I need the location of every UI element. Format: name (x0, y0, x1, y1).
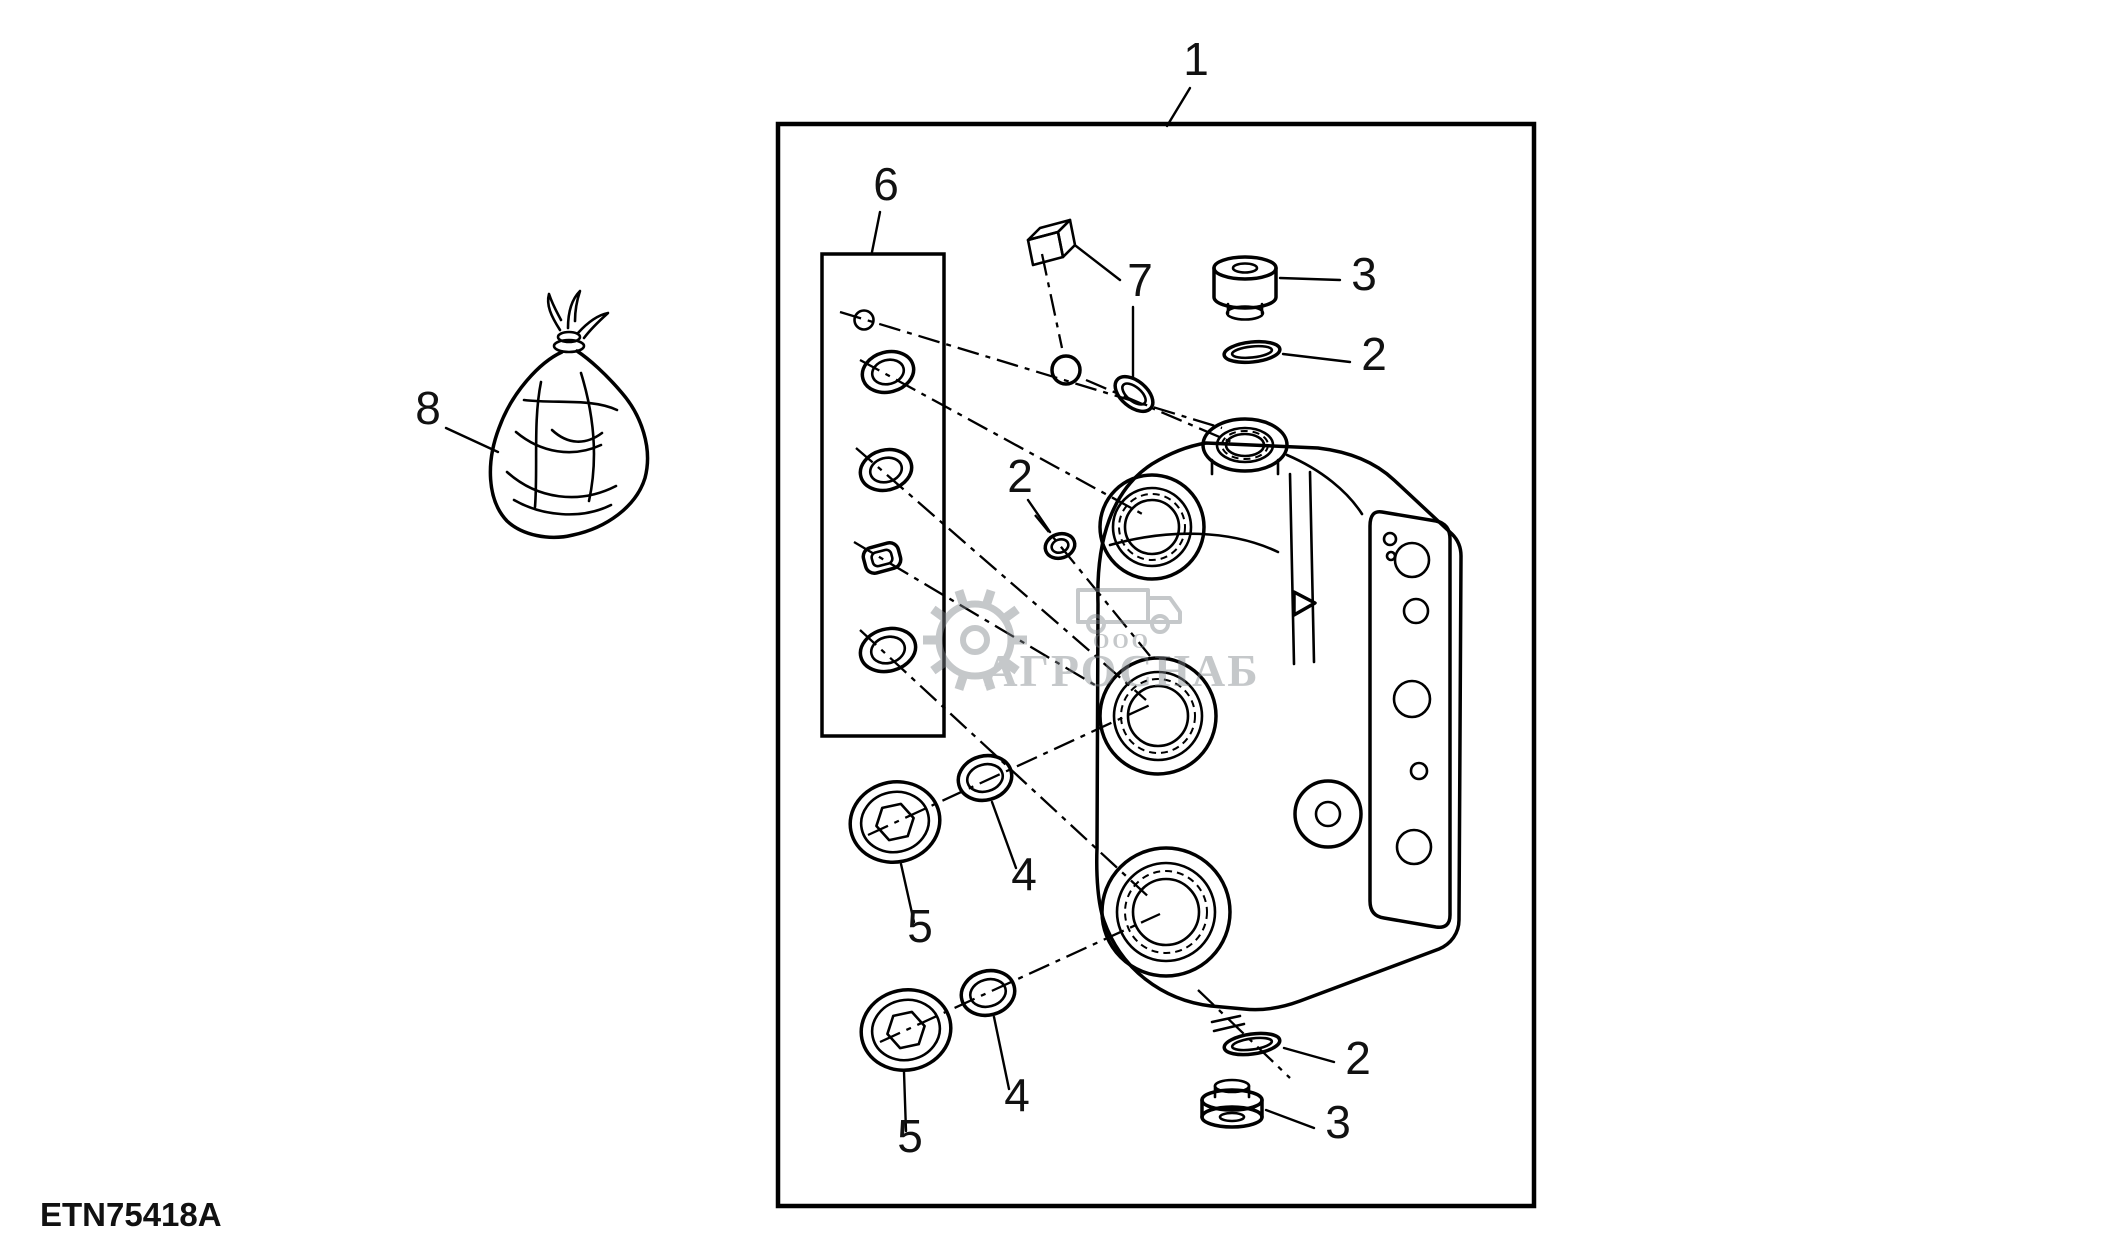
kit-o-ring-1 (860, 349, 916, 395)
o-ring-bottom (1222, 1031, 1282, 1057)
bore-middle (1098, 656, 1218, 776)
callout-6: 6 (873, 158, 899, 210)
callout-labels: 1 6 7 3 2 2 4 5 4 5 2 3 8 (415, 33, 1387, 1162)
o-ring-upper (956, 753, 1014, 803)
hex-plug-lower (859, 988, 953, 1072)
kit-o-ring-3 (858, 626, 918, 674)
valve-disc (1113, 374, 1155, 414)
callout-3-bottom: 3 (1325, 1096, 1351, 1148)
body-side-plate (1368, 510, 1452, 929)
watermark-name: АГРОСНАБ (984, 645, 1259, 696)
assembly-frame-box (775, 121, 1537, 1209)
kit-small-plug (861, 541, 903, 575)
seal-kit-box (820, 252, 946, 738)
leader-lines (444, 86, 1352, 1133)
o-ring-top (1222, 339, 1282, 365)
callout-8: 8 (415, 382, 441, 434)
callout-2-left: 2 (1007, 450, 1033, 502)
body-edge-line (1285, 453, 1364, 516)
check-ball (1050, 354, 1082, 386)
callout-3-top: 3 (1351, 248, 1377, 300)
bore-top (1098, 473, 1206, 581)
watermark-truck-icon (1076, 588, 1182, 634)
valve-body (1095, 417, 1463, 1033)
plug-top (1212, 255, 1278, 321)
parts-bag (488, 289, 650, 540)
bore-bottom (1100, 846, 1232, 978)
seal-kit-group (820, 252, 946, 738)
callout-2-bottom: 2 (1345, 1032, 1371, 1084)
kit-o-ring-2 (858, 447, 914, 493)
callout-7: 7 (1127, 254, 1153, 306)
callout-5-upper: 5 (907, 900, 933, 952)
callout-2-top: 2 (1361, 328, 1387, 380)
o-ring-lower (959, 968, 1017, 1018)
poppet-cube-top (1026, 218, 1072, 242)
hex-plug-upper (848, 780, 942, 864)
drawing-code: ETN75418A (40, 1196, 222, 1233)
bag-tie (552, 338, 586, 354)
body-notch (1292, 590, 1317, 617)
callout-5-lower: 5 (897, 1110, 923, 1162)
o-ring-left (1043, 531, 1077, 561)
watermark: ООО АГРОСНАБ (923, 588, 1259, 696)
callout-4-lower: 4 (1004, 1069, 1030, 1121)
bottom-port-stub (1210, 1014, 1246, 1033)
body-outline (1095, 441, 1463, 1012)
callout-4-upper: 4 (1011, 848, 1037, 900)
poppet-cube-side (1056, 218, 1077, 259)
body-groove (1288, 470, 1316, 666)
plug-bottom (1200, 1078, 1264, 1129)
body-face-line (1108, 532, 1280, 554)
kit-small-ring (853, 309, 875, 331)
valve-poppet-parts (1026, 218, 1155, 414)
callout-1: 1 (1183, 33, 1209, 85)
body-boss (1293, 779, 1363, 849)
body-top-port (1201, 417, 1289, 476)
watermark-gear-icon (923, 589, 1027, 691)
bag-tail (546, 292, 563, 332)
watermark-prefix: ООО (1093, 629, 1151, 653)
